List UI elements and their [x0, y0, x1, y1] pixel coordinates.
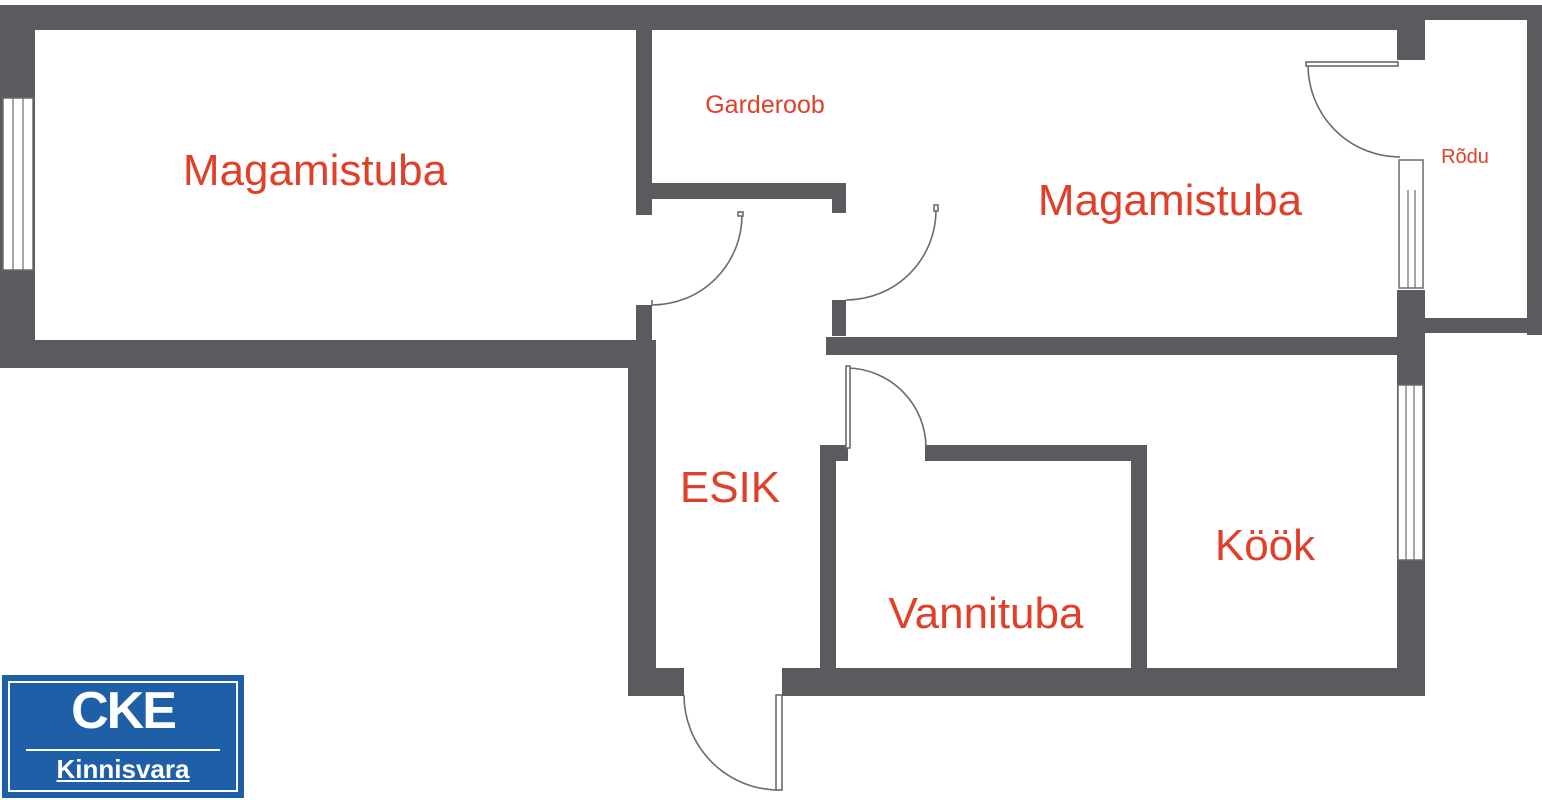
windows — [2, 97, 1424, 561]
window-kitchen — [1397, 384, 1424, 561]
door-bedroom-left — [651, 214, 743, 306]
wall-bedroom-bottom — [826, 337, 1416, 355]
window-left — [2, 97, 34, 271]
door-entrance — [683, 694, 780, 791]
walls — [0, 5, 1542, 696]
doors — [651, 61, 1401, 791]
label-hall: ESIK — [680, 463, 780, 512]
wall-bath-top-left — [820, 445, 848, 461]
door-balcony — [1307, 64, 1401, 158]
label-balcony: Rõdu — [1441, 146, 1489, 168]
label-bedroom-left: Magamistuba — [183, 146, 448, 195]
wall-bottom-hall-left — [628, 668, 684, 696]
wall-bath-right — [1131, 445, 1147, 685]
wall-bath-left — [820, 445, 836, 685]
balcony-top — [1397, 5, 1542, 20]
window-balcony — [1398, 159, 1424, 289]
door-bedroom-right — [845, 209, 937, 301]
logo-divider — [26, 749, 220, 751]
label-bathroom: Vannituba — [889, 589, 1084, 638]
wall-wardrobe-bottom — [636, 183, 846, 199]
balcony-bottom — [1397, 318, 1542, 333]
label-kitchen: Köök — [1215, 521, 1316, 570]
wall-hall-right-upper — [832, 300, 846, 336]
wall-bedroom-divider-upper — [636, 5, 652, 215]
logo-border — [8, 681, 238, 792]
balcony-right — [1527, 5, 1542, 335]
wall-bath-top-right — [925, 445, 1147, 461]
logo-brand: CKE — [71, 682, 177, 740]
wall-hall-left — [628, 340, 656, 695]
company-logo: CKE Kinnisvara — [2, 675, 244, 798]
wall-bottom-right — [782, 668, 1425, 696]
label-bedroom-right: Magamistuba — [1038, 176, 1303, 225]
wall-top — [0, 5, 1410, 30]
logo-subtitle: Kinnisvara — [56, 754, 190, 784]
door-bathroom — [847, 367, 927, 448]
wall-bottom-left — [0, 340, 655, 368]
wall-bedroom-divider-lower — [636, 305, 652, 355]
wall-wardrobe-door-jamb — [832, 183, 846, 213]
label-wardrobe: Garderoob — [705, 91, 825, 119]
